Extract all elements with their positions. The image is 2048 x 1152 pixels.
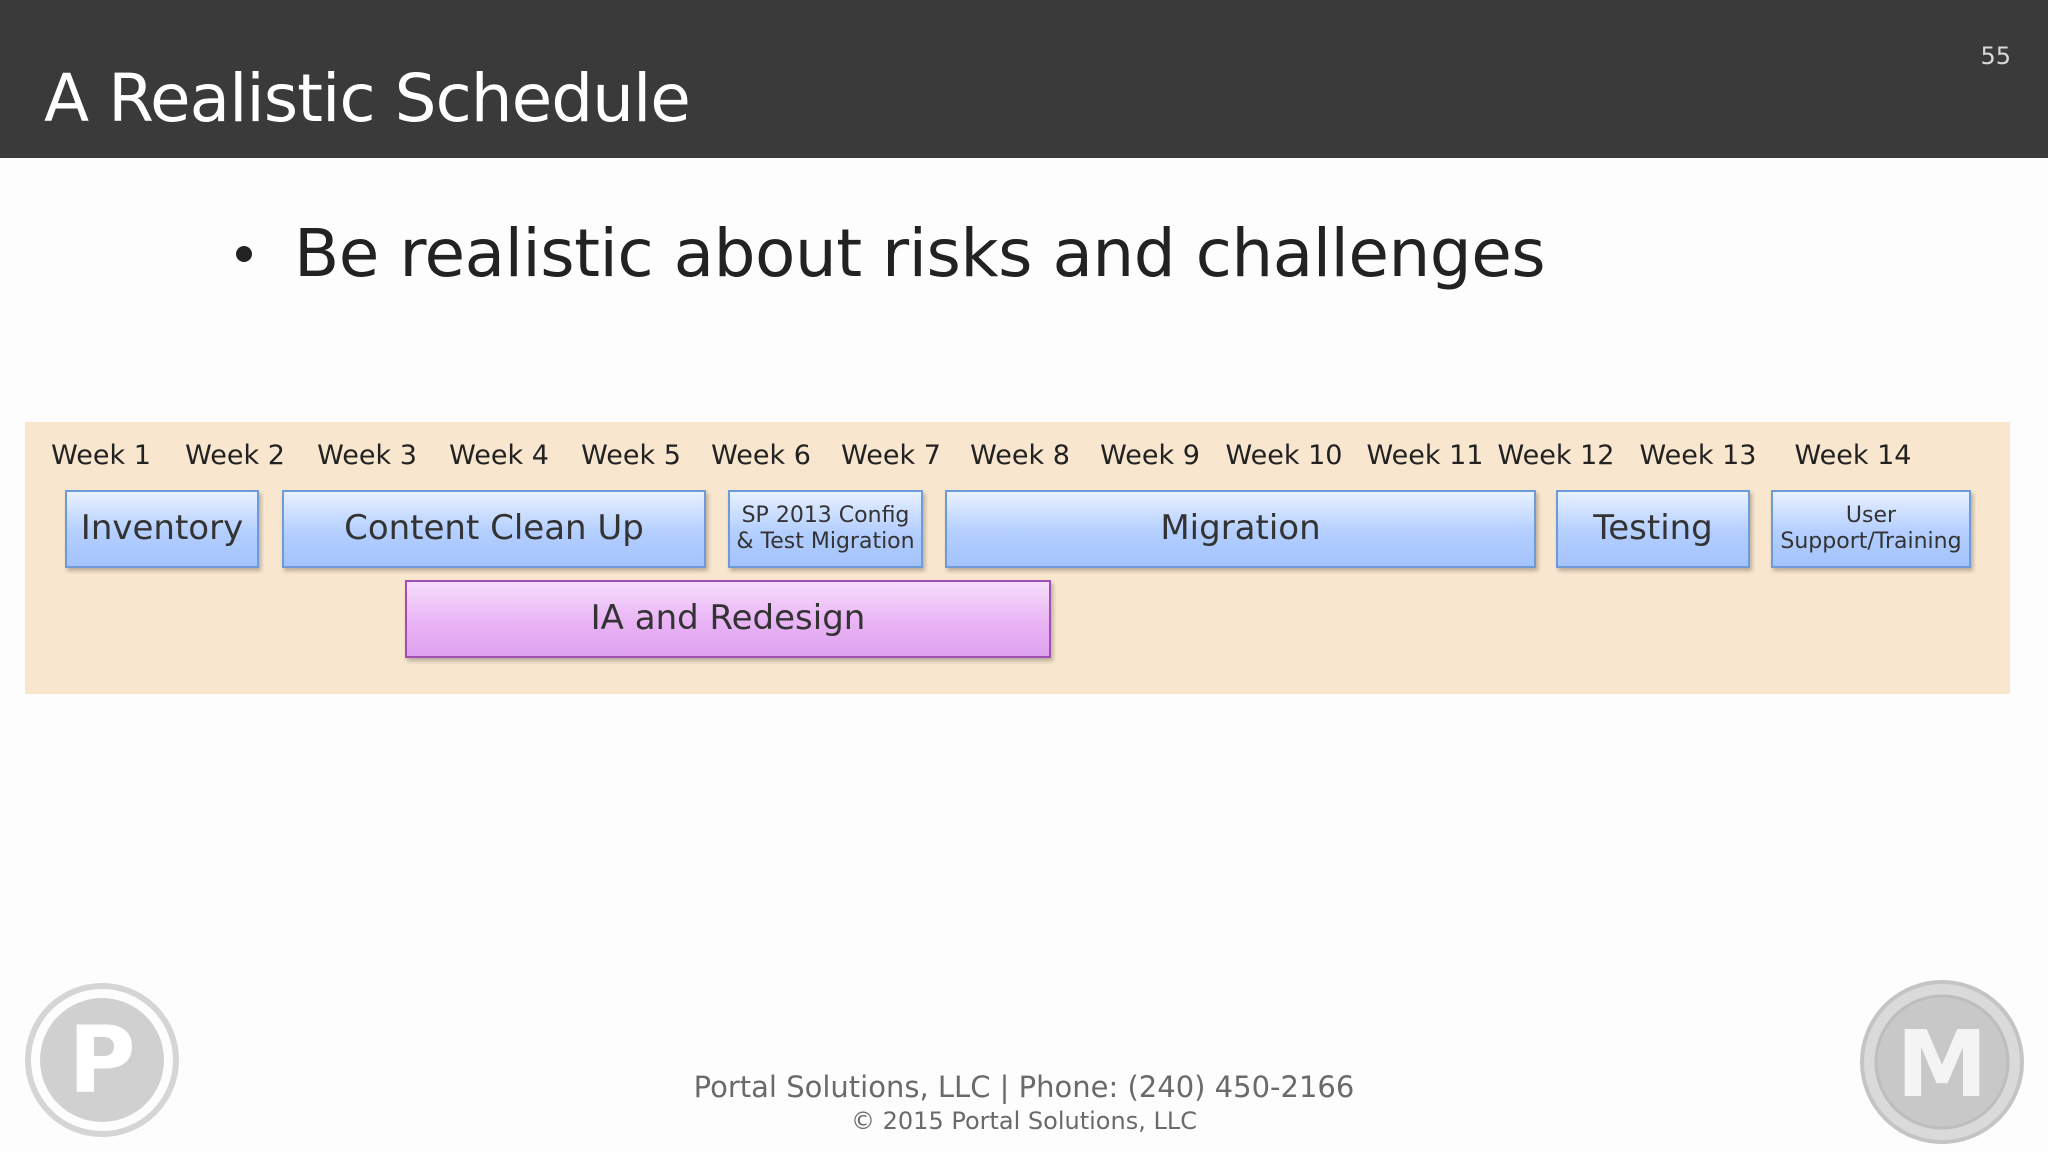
week-label: Week 9	[1100, 440, 1200, 471]
week-label: Week 3	[317, 440, 417, 471]
week-label: Week 14	[1794, 440, 1912, 471]
week-label: Week 5	[581, 440, 681, 471]
task-label: Content Clean Up	[344, 508, 644, 549]
footer-copyright: © 2015 Portal Solutions, LLC	[851, 1107, 1197, 1135]
week-label: Week 11	[1366, 440, 1484, 471]
task-migration: Migration	[945, 490, 1536, 568]
bullet-text: Be realistic about risks and challenges	[294, 215, 1546, 292]
title-bar: A Realistic Schedule 55	[0, 0, 2048, 158]
week-label: Week 13	[1639, 440, 1757, 471]
task-inventory: Inventory	[65, 490, 259, 568]
week-label: Week 2	[185, 440, 285, 471]
slide-title: A Realistic Schedule	[44, 60, 691, 137]
week-label: Week 7	[841, 440, 941, 471]
task-user-support: User Support/Training	[1771, 490, 1971, 568]
task-sp-config: SP 2013 Config & Test Migration	[728, 490, 923, 568]
footer-contact: Portal Solutions, LLC | Phone: (240) 450…	[693, 1070, 1355, 1104]
task-label: Migration	[1160, 508, 1321, 549]
week-label: Week 4	[449, 440, 549, 471]
task-label: Testing	[1593, 508, 1713, 549]
bullet-icon	[236, 245, 252, 262]
logo-letter: M	[1896, 1011, 1988, 1118]
task-label: IA and Redesign	[590, 598, 866, 639]
week-label: Week 10	[1225, 440, 1343, 471]
task-label: SP 2013 Config & Test Migration	[736, 502, 915, 554]
logo-letter: P	[68, 1007, 135, 1114]
conference-logo: M	[1860, 980, 2024, 1144]
week-label: Week 8	[970, 440, 1070, 471]
week-label: Week 12	[1497, 440, 1615, 471]
task-label: Inventory	[80, 508, 244, 549]
week-label: Week 6	[711, 440, 811, 471]
bullet-item: Be realistic about risks and challenges	[236, 215, 1546, 292]
task-content-clean-up: Content Clean Up	[282, 490, 706, 568]
task-ia-redesign: IA and Redesign	[405, 580, 1051, 658]
task-label: User Support/Training	[1780, 502, 1962, 554]
slide-number: 55	[1980, 42, 2011, 70]
week-label: Week 1	[51, 440, 151, 471]
portal-solutions-logo: P	[25, 983, 179, 1137]
task-testing: Testing	[1556, 490, 1750, 568]
